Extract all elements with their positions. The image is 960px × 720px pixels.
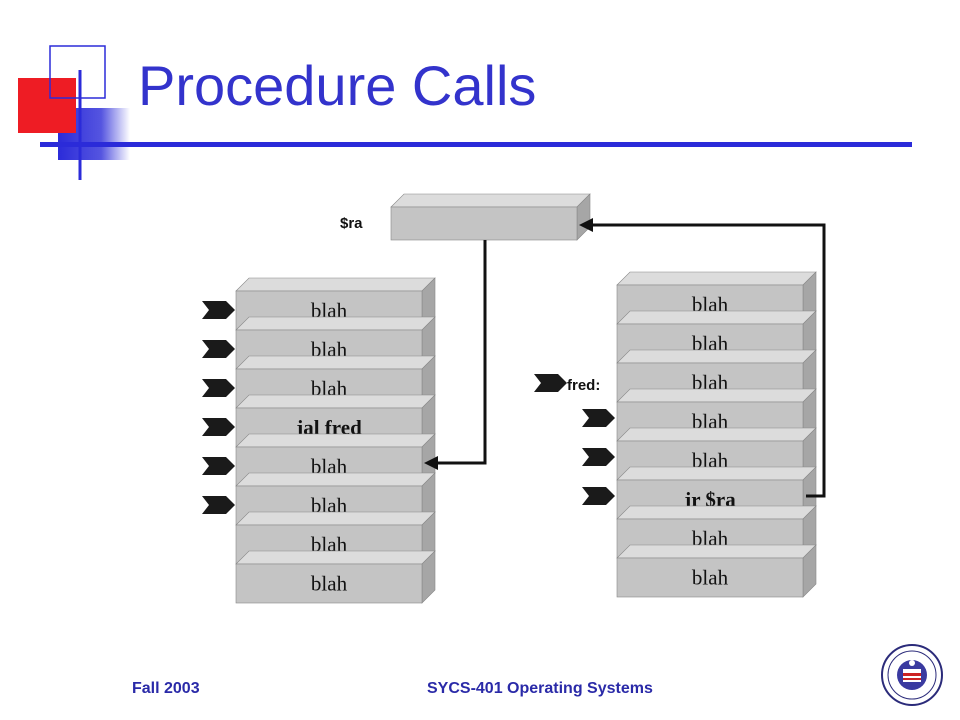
- caller-pointer-icon: [202, 496, 235, 514]
- return-arrowhead-icon: [424, 456, 438, 470]
- ra-register-box: [390, 193, 591, 241]
- return-address-line: [436, 240, 487, 465]
- corner-decoration: [18, 45, 130, 180]
- caller-block-label: blah: [311, 572, 348, 596]
- callee-block-label: blah: [692, 566, 729, 590]
- caller-block: blah: [235, 550, 436, 604]
- fred-pointer-icon: [534, 374, 567, 392]
- caller-pointer-icon: [202, 301, 235, 319]
- ra-register: [390, 193, 591, 241]
- caller-pointer-icon: [202, 457, 235, 475]
- flow-arrows: [202, 218, 826, 514]
- red-square: [18, 78, 76, 133]
- callee-pointer-icon: [582, 409, 615, 427]
- caller-pointer-icon: [202, 340, 235, 358]
- callee-pointer-icon: [582, 487, 615, 505]
- caller-pointer-icon: [202, 418, 235, 436]
- footer-course: SYCS-401 Operating Systems: [427, 680, 653, 697]
- callee-pointer-icon: [582, 448, 615, 466]
- page-title: Procedure Calls: [138, 54, 537, 117]
- jr-arrowhead-icon: [579, 218, 593, 232]
- fred-label: fred:: [567, 377, 600, 394]
- caller-pointer-icon: [202, 379, 235, 397]
- university-seal-logo: [881, 644, 943, 706]
- callee-block: blah: [616, 544, 817, 598]
- title-underline: [40, 142, 912, 147]
- outline-square: [49, 45, 106, 99]
- ra-label: $ra: [340, 215, 363, 232]
- footer-date: Fall 2003: [132, 680, 200, 697]
- jr-ra-line: [592, 223, 826, 498]
